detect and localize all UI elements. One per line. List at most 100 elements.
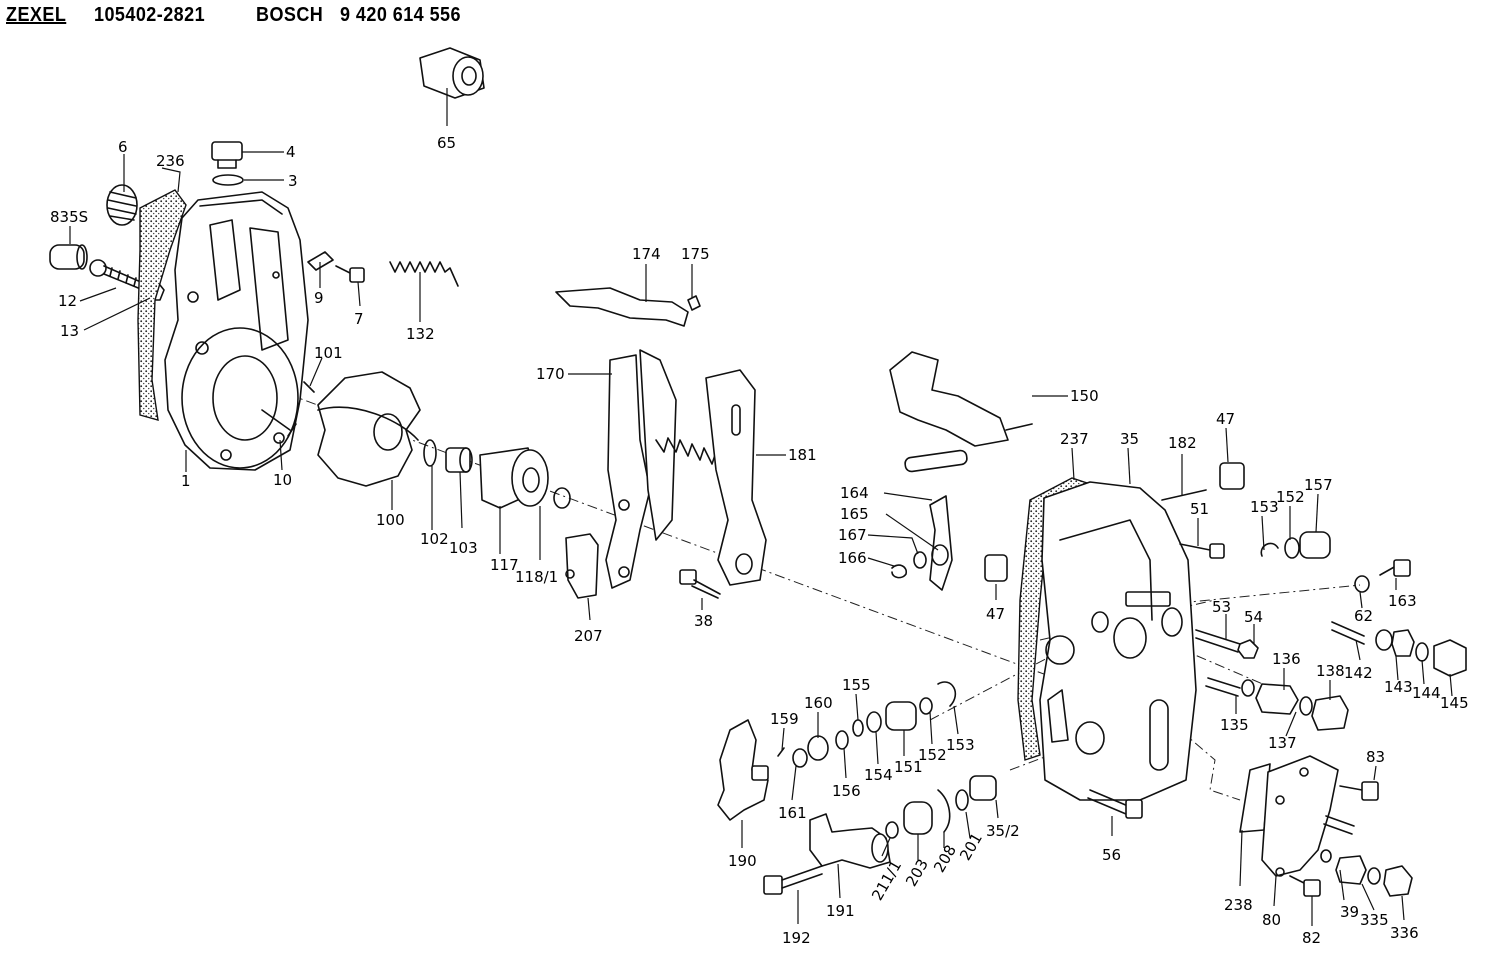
part-bolt-38 (679, 569, 721, 599)
part-o-ring-152 (1284, 537, 1300, 559)
label-118-1: 118/1 (515, 568, 558, 586)
label-6: 6 (118, 138, 128, 156)
part-washer-155 (852, 719, 864, 737)
part-spring-154 (866, 711, 882, 733)
header-part-number-left: 105402-2821 (94, 4, 206, 26)
label-117: 117 (490, 556, 519, 574)
label-237: 237 (1060, 430, 1089, 448)
label-203: 203 (902, 856, 932, 890)
part-pin-182 (1161, 489, 1207, 501)
part-plate-164 (929, 495, 953, 591)
label-56: 56 (1102, 846, 1121, 864)
part-clip-153 (1260, 542, 1279, 557)
label-175: 175 (681, 245, 710, 263)
part-washer-335b (1367, 867, 1381, 885)
part-plug-47-upper (1219, 462, 1245, 490)
part-adjusting-screw-12 (89, 259, 151, 293)
part-lever-181 (705, 369, 767, 586)
label-142: 142 (1344, 664, 1373, 682)
part-plug-35-2 (969, 775, 997, 801)
part-screw-cover (1323, 815, 1355, 835)
label-35-2: 35/2 (986, 822, 1020, 840)
label-335: 335 (1360, 911, 1389, 929)
part-clip-153-lower (937, 681, 956, 707)
label-135: 135 (1220, 716, 1249, 734)
part-washer-144 (1415, 642, 1429, 662)
part-plug-47-lower (984, 554, 1008, 582)
part-stop-lever-150 (889, 351, 1033, 473)
part-washer-161 (792, 748, 808, 768)
label-1: 1 (181, 472, 191, 490)
label-103: 103 (449, 539, 478, 557)
label-155: 155 (842, 676, 871, 694)
label-157: 157 (1304, 476, 1333, 494)
part-washer-143 (1375, 629, 1393, 651)
label-39: 39 (1340, 903, 1359, 921)
header-part-number-right: 9 420 614 556 (340, 4, 461, 26)
label-132: 132 (406, 325, 435, 343)
label-65: 65 (437, 134, 456, 152)
part-washer-156 (835, 730, 849, 750)
part-cap-nut-138 (1311, 695, 1349, 731)
part-screw-163 (1379, 559, 1411, 577)
label-207: 207 (574, 627, 603, 645)
label-152-lower: 152 (918, 746, 947, 764)
label-13: 13 (60, 322, 79, 340)
part-cap-nut-145 (1433, 639, 1467, 677)
label-160: 160 (804, 694, 833, 712)
label-238: 238 (1224, 896, 1253, 914)
leader-lines (69, 88, 1453, 926)
part-pin-101 (303, 381, 315, 393)
part-screw-53 (1195, 629, 1241, 653)
part-nut-54 (1237, 639, 1259, 659)
part-bushing-203 (903, 801, 933, 835)
label-144: 144 (1412, 684, 1441, 702)
label-181: 181 (788, 446, 817, 464)
label-191: 191 (826, 902, 855, 920)
part-nut-143b (1391, 629, 1415, 657)
label-136: 136 (1272, 650, 1301, 668)
part-cap-835s (49, 244, 88, 270)
label-38: 38 (694, 612, 713, 630)
label-167: 167 (838, 526, 867, 544)
part-clip-9 (307, 251, 334, 271)
label-174: 174 (632, 245, 661, 263)
label-156: 156 (832, 782, 861, 800)
label-62: 62 (1354, 607, 1373, 625)
label-153-lower: 153 (946, 736, 975, 754)
part-washer-137 (1299, 696, 1313, 716)
part-washer-102 (423, 439, 437, 467)
label-143: 143 (1384, 678, 1413, 696)
part-nut-136b (1255, 683, 1299, 715)
part-governor-cover-35 (1039, 481, 1197, 801)
label-47-lower: 47 (986, 605, 1005, 623)
part-sleeve-160 (807, 735, 829, 761)
header-brand-left: ZEXEL (6, 4, 67, 26)
part-clip-166 (891, 564, 908, 579)
part-washer-39 (1320, 849, 1332, 863)
part-o-ring-152-lower (919, 697, 933, 715)
label-82: 82 (1302, 929, 1321, 947)
label-164: 164 (840, 484, 869, 502)
header-brand-right: BOSCH (256, 4, 324, 26)
part-bracket-174 (555, 287, 689, 327)
label-10: 10 (273, 471, 292, 489)
part-screw-10 (261, 409, 297, 437)
label-201: 201 (956, 830, 986, 864)
label-100: 100 (376, 511, 405, 529)
part-washer-62 (1354, 575, 1370, 593)
part-screw-51 (1179, 543, 1225, 559)
label-138: 138 (1316, 662, 1345, 680)
part-washer-167 (913, 551, 927, 569)
label-192: 192 (782, 929, 811, 947)
label-152: 152 (1276, 488, 1305, 506)
label-166: 166 (838, 549, 867, 567)
label-35: 35 (1120, 430, 1139, 448)
label-12: 12 (58, 292, 77, 310)
part-bolt-83 (1339, 781, 1379, 801)
part-lever-190 (717, 719, 769, 821)
part-governor-housing-1 (164, 191, 309, 471)
part-nut-175 (687, 295, 701, 311)
part-block-207 (565, 533, 599, 599)
